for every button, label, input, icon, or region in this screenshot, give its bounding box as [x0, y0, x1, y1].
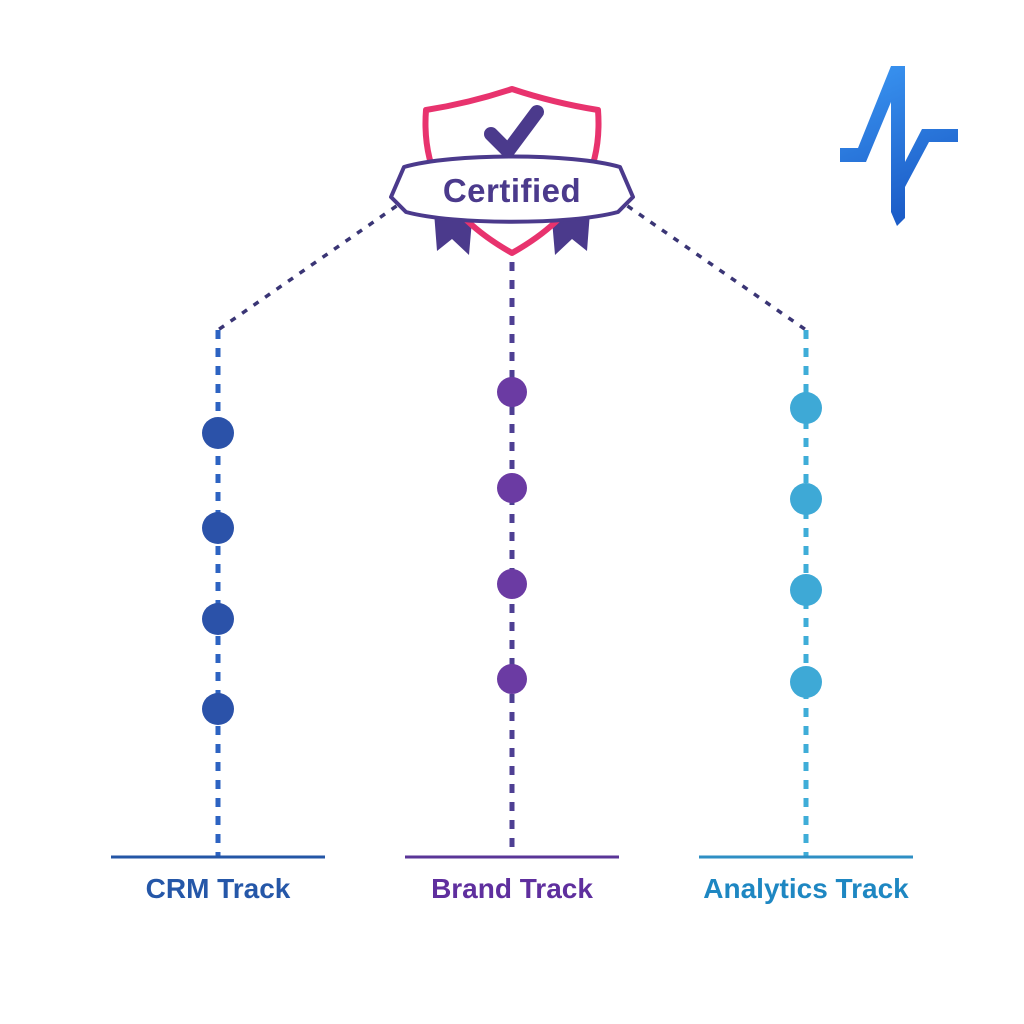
track-crm: CRM Track: [111, 196, 409, 904]
milestone-dot: [497, 664, 527, 694]
badge-connector-crm: [217, 196, 409, 332]
milestone-dot: [202, 603, 234, 635]
checkmark-icon: [484, 105, 544, 158]
track-label-analytics: Analytics Track: [703, 873, 909, 904]
milestone-dot: [202, 512, 234, 544]
milestone-dot: [497, 377, 527, 407]
milestone-dot: [202, 693, 234, 725]
badge-banner: [389, 154, 635, 224]
pulse-logo: [840, 66, 958, 226]
milestone-dot: [497, 569, 527, 599]
track-label-brand: Brand Track: [431, 873, 593, 904]
tracks-layer: CRM Track Brand Track Analytics Track: [111, 196, 913, 904]
milestone-dot: [790, 483, 822, 515]
certified-badge: Certified: [389, 86, 635, 256]
milestone-dot: [790, 666, 822, 698]
milestone-dot: [202, 417, 234, 449]
badge-label: Certified: [443, 172, 581, 209]
milestone-dot: [790, 574, 822, 606]
milestone-dot: [497, 473, 527, 503]
milestone-dot: [790, 392, 822, 424]
pulse-logo-icon: [840, 66, 958, 226]
track-brand: Brand Track: [405, 262, 619, 904]
ribbon-left-icon: [434, 212, 472, 255]
badge-connector-analytics: [615, 196, 807, 332]
track-label-crm: CRM Track: [146, 873, 291, 904]
ribbon-right-icon: [552, 212, 590, 255]
track-analytics: Analytics Track: [615, 196, 913, 904]
